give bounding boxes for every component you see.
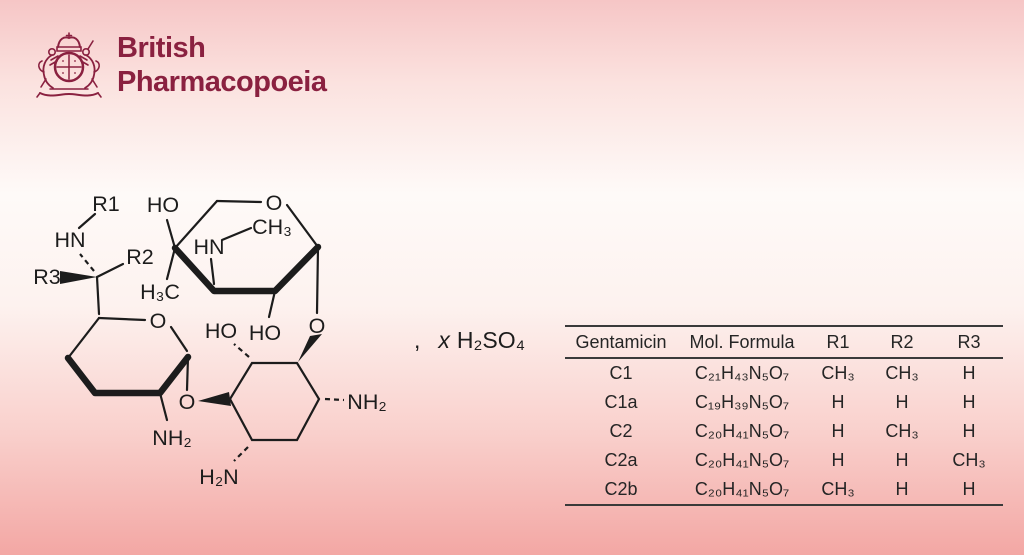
cell-formula: C₂₀H₄₁N₅O₇ [694,450,790,470]
cell-r2: CH₃ [885,421,919,441]
atom-labels: R1 HN R3 R2 HO O CH₃ HN H₃C O HO HO O O … [33,191,386,489]
cell-r1: CH₃ [821,363,855,383]
cell-r1: CH₃ [807,475,869,506]
label-r2: R2 [126,245,153,269]
cell-name: C1 [609,363,633,383]
label-ho-top: HO [147,193,179,217]
table-row: C2a C₂₀H₄₁N₅O₇ H H CH₃ [565,446,1003,475]
royal-coat-of-arms-icon [36,32,102,98]
label-nh2-left: NH₂ [152,426,191,450]
col-r2: R2 [869,325,935,359]
cell-r2: H [895,450,909,470]
table-header-row: Gentamicin Mol. Formula R1 R2 R3 [565,325,1003,359]
label-ho-left: HO [205,319,237,343]
gentamicin-variants-table: Gentamicin Mol. Formula R1 R2 R3 C1 C₂₁H… [565,325,1003,506]
multiplier-x: x [438,327,450,353]
cell-r2: CH₃ [885,363,919,383]
cell-r1: H [831,421,845,441]
cell-name: C2b [565,475,677,506]
cell-r3: H [962,392,976,412]
sulfuric-acid-formula: H₂SO₄ [456,327,526,353]
label-o-glycosidic-left: O [179,390,196,414]
cell-r3: CH₃ [952,450,986,470]
cell-name: C1a [604,392,638,412]
label-n-methyl: CH₃ [252,215,292,239]
brand-wordmark: British Pharmacopoeia [117,31,327,99]
cell-r3: H [935,475,1003,506]
label-o-glycosidic-right: O [309,314,326,338]
cell-name: C2 [609,421,633,441]
cell-r2: H [869,475,935,506]
cell-r2: H [895,392,909,412]
cell-formula: C₁₉H₃₉N₅O₇ [694,392,790,412]
comma: , [414,327,421,353]
gentamicin-structure-diagram: R1 HN R3 R2 HO O CH₃ HN H₃C O HO HO O O … [33,191,386,489]
brand-line2: Pharmacopoeia [117,66,327,98]
bold-ring-edges [64,243,322,397]
label-r3: R3 [33,265,61,289]
brand-line1: British [117,32,206,64]
col-gentamicin: Gentamicin [565,325,677,359]
label-ho-right: HO [249,321,281,345]
cell-formula: C₂₀H₄₁N₅O₇ [677,475,807,506]
label-h2n-bottom: H₂N [199,465,238,489]
label-nh2-right: NH₂ [347,390,386,414]
wedge-bonds [60,271,322,406]
cell-r1: H [831,450,845,470]
cell-r3: H [962,363,976,383]
table-row: C1 C₂₁H₄₃N₅O₇ CH₃ CH₃ H [565,358,1003,388]
label-ring-o-garosamine: O [266,191,283,215]
label-ring-o-purpurosamine: O [150,309,167,333]
cell-name: C2a [604,450,638,470]
table-row: C1a C₁₉H₃₉N₅O₇ H H H [565,388,1003,417]
col-mol-formula: Mol. Formula [677,325,807,359]
dashed-bonds [79,253,345,462]
cell-r3: H [962,421,976,441]
brand-header: British Pharmacopoeia [30,30,327,108]
cell-formula: C₂₀H₄₁N₅O₇ [694,421,790,441]
label-r1: R1 [92,192,119,216]
table-row: C2b C₂₀H₄₁N₅O₇ CH₃ H H [565,475,1003,506]
col-r1: R1 [807,325,869,359]
label-hn-ring: HN [193,235,224,259]
col-r3: R3 [935,325,1003,359]
table-row: C2 C₂₀H₄₁N₅O₇ H CH₃ H [565,417,1003,446]
cell-r1: H [831,392,845,412]
label-h3c: H₃C [140,280,180,304]
label-hn-chain: HN [54,228,85,252]
cell-formula: C₂₁H₄₃N₅O₇ [694,363,790,383]
